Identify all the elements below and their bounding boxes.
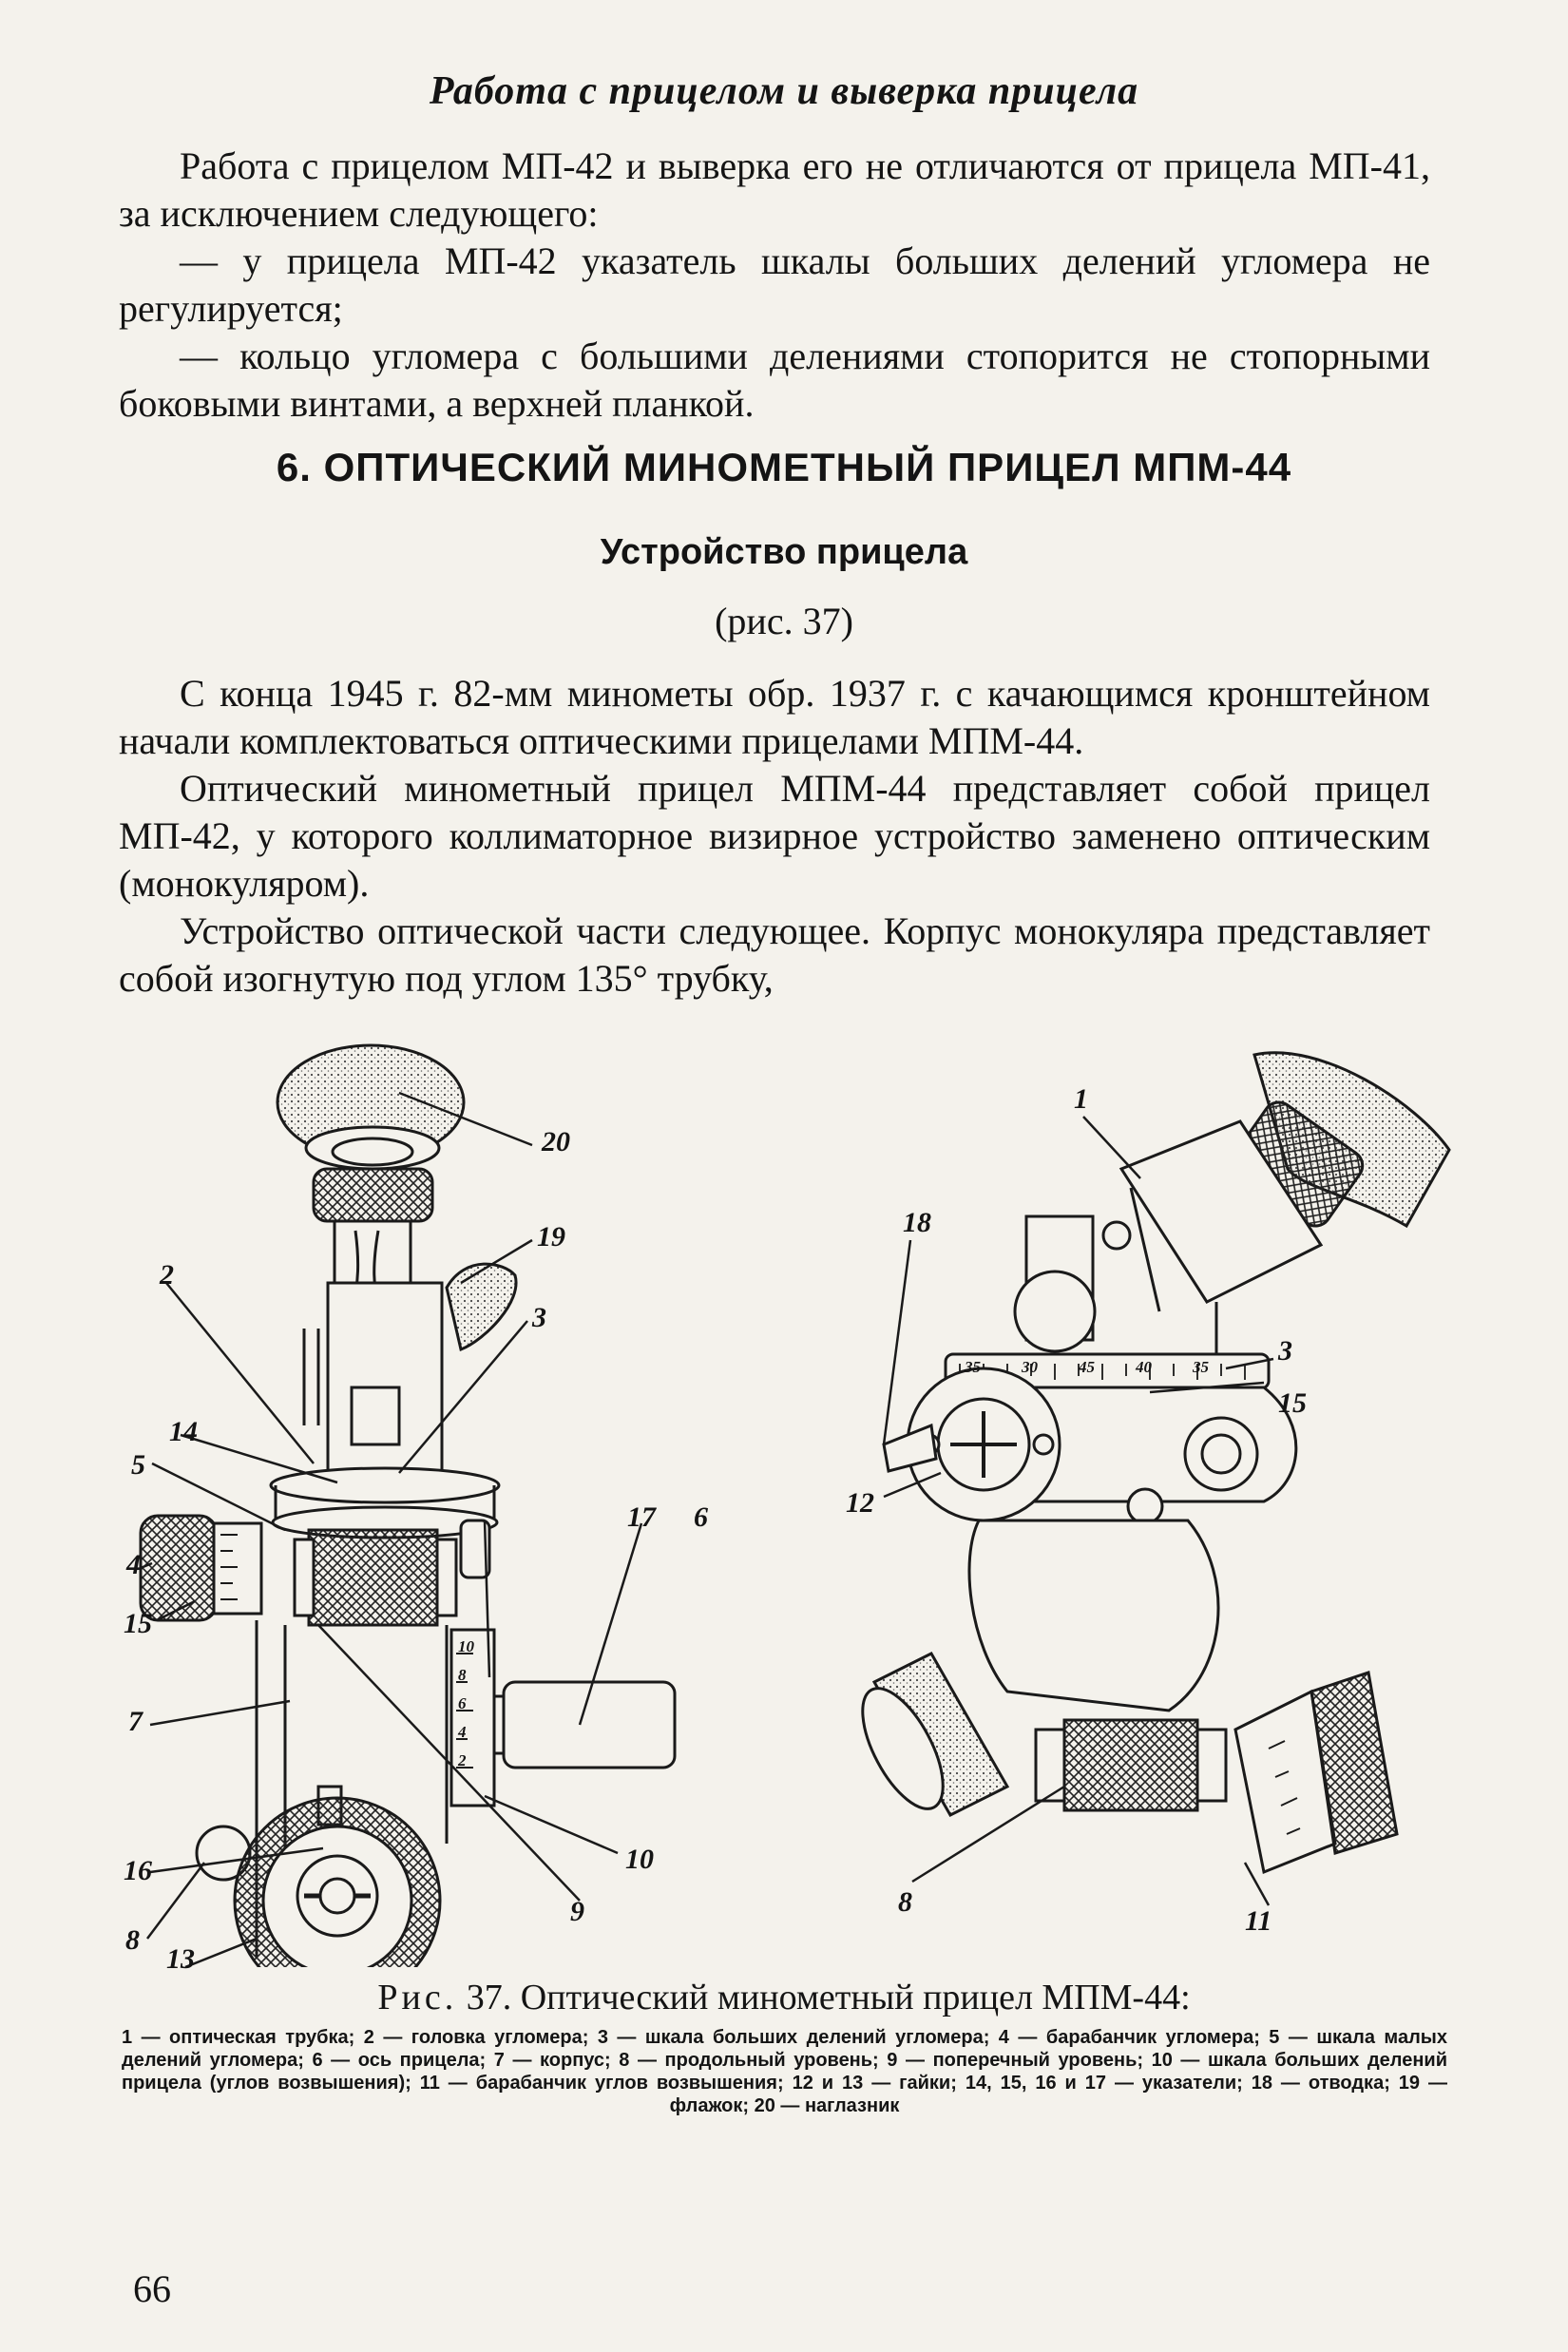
callout-11: 11 bbox=[1245, 1905, 1272, 1937]
intro-block: Работа с прицелом МП-42 и выверка его не… bbox=[119, 143, 1430, 428]
caption-prefix: Рис. bbox=[377, 1978, 458, 2017]
left-scale-mark-6: 6 bbox=[458, 1694, 467, 1712]
longitudinal-level-right-icon bbox=[1062, 1718, 1199, 1812]
section-title: 6. ОПТИЧЕСКИЙ МИНОМЕТНЫЙ ПРИЦЕЛ МПМ-44 bbox=[276, 445, 1292, 489]
sight-illustration bbox=[139, 1043, 1451, 1967]
caption-title: 37. Оптический минометный прицел МПМ-44: bbox=[466, 1978, 1191, 2017]
intro-bullet-2: — кольцо угломера с большими делениями с… bbox=[119, 335, 1430, 425]
callout-12: 12 bbox=[846, 1487, 874, 1519]
right-scale-mark-2: 30 bbox=[1022, 1358, 1038, 1376]
subsection-title: Устройство прицела bbox=[600, 532, 968, 572]
page-number: 66 bbox=[133, 2267, 171, 2310]
callout-13: 13 bbox=[166, 1943, 195, 1975]
left-scale-mark-8: 8 bbox=[458, 1666, 467, 1684]
callout-5: 5 bbox=[131, 1449, 145, 1481]
body-paragraph-3: Устройство оптической части следующее. К… bbox=[119, 909, 1430, 1000]
callout-10: 10 bbox=[625, 1844, 654, 1875]
callout-6: 6 bbox=[694, 1501, 708, 1533]
right-scale-mark-3: 45 bbox=[1079, 1358, 1095, 1376]
transverse-level-icon bbox=[307, 1528, 439, 1627]
callout-7: 7 bbox=[128, 1706, 143, 1737]
callout-8-left: 8 bbox=[125, 1924, 140, 1956]
callout-8-right: 8 bbox=[898, 1886, 912, 1918]
sight-body-right-icon bbox=[967, 1519, 1220, 1712]
callout-19: 19 bbox=[537, 1221, 565, 1252]
intro-paragraph: Работа с прицелом МП-42 и выверка его не… bbox=[119, 144, 1430, 235]
body-paragraph-1: С конца 1945 г. 82-мм минометы обр. 1937… bbox=[119, 672, 1430, 762]
body-paragraph-2: Оптический минометный прицел МПМ-44 пред… bbox=[119, 767, 1430, 905]
azimuth-scale-icon bbox=[269, 1466, 501, 1504]
focus-ring-icon bbox=[312, 1167, 434, 1223]
callout-15-left: 15 bbox=[124, 1608, 152, 1639]
figure-reference: (рис. 37) bbox=[715, 600, 853, 642]
left-scale-mark-4: 4 bbox=[458, 1723, 467, 1741]
callout-1: 1 bbox=[1074, 1083, 1088, 1115]
callout-2: 2 bbox=[160, 1259, 174, 1291]
body-block: С конца 1945 г. 82-мм минометы обр. 1937… bbox=[119, 670, 1430, 1003]
left-scale-mark-10: 10 bbox=[458, 1637, 474, 1655]
callout-3-right: 3 bbox=[1278, 1335, 1292, 1367]
elevation-drum-icon bbox=[1310, 1671, 1399, 1855]
figure-caption: Рис. 37. Оптический минометный прицел МП… bbox=[0, 1977, 1568, 2018]
right-scale-mark-1: 35 bbox=[965, 1358, 981, 1376]
callout-3-left: 3 bbox=[532, 1302, 546, 1333]
callout-15-right: 15 bbox=[1278, 1387, 1307, 1419]
flag-19-icon bbox=[445, 1262, 518, 1352]
callout-17: 17 bbox=[627, 1501, 656, 1533]
figure-37: 20 19 2 3 14 5 4 15 17 6 7 16 8 13 9 10 … bbox=[124, 1026, 1454, 1975]
callout-4: 4 bbox=[126, 1549, 141, 1580]
sight-axis-icon bbox=[502, 1680, 677, 1769]
left-sight-view bbox=[139, 1043, 677, 1967]
intro-bullet-1: — у прицела МП-42 указатель шкалы больши… bbox=[119, 239, 1430, 330]
azimuth-drum-icon bbox=[139, 1514, 219, 1622]
callout-9: 9 bbox=[570, 1896, 584, 1927]
callout-20: 20 bbox=[542, 1126, 570, 1157]
running-head: Работа с прицелом и выверка прицела bbox=[429, 69, 1139, 113]
right-scale-mark-4: 40 bbox=[1136, 1358, 1152, 1376]
left-scale-mark-2: 2 bbox=[458, 1751, 467, 1769]
callout-14: 14 bbox=[169, 1416, 198, 1447]
right-sight-view bbox=[861, 1051, 1451, 1875]
figure-legend: 1 — оптическая трубка; 2 — головка углом… bbox=[122, 2027, 1447, 2116]
lever-18-icon bbox=[882, 1423, 938, 1473]
callout-16: 16 bbox=[124, 1855, 152, 1886]
callout-18: 18 bbox=[903, 1207, 931, 1238]
right-scale-mark-5: 35 bbox=[1193, 1358, 1209, 1376]
optical-tube-right-icon bbox=[1119, 1119, 1324, 1304]
